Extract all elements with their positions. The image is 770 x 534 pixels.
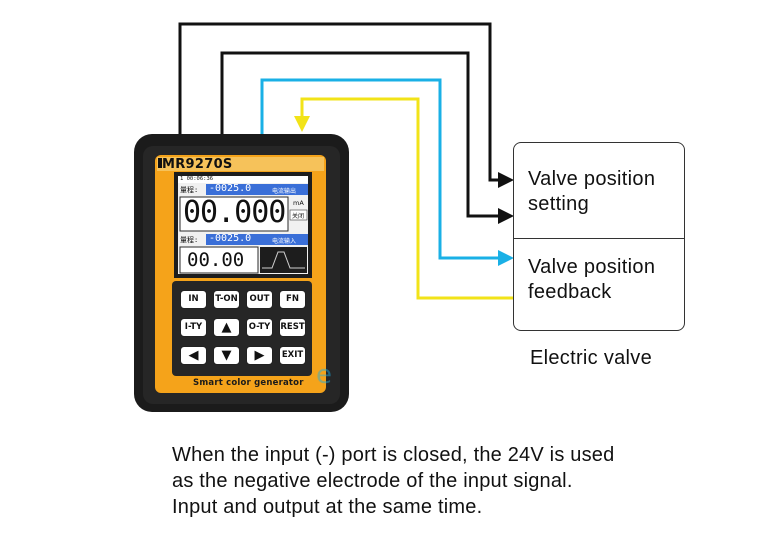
key-up-arrow-icon[interactable]: ▲ [213, 318, 240, 337]
keypad-panel [172, 281, 312, 376]
key-o-ty[interactable]: O-TY [246, 318, 273, 337]
electric-valve-box: Valve position setting Valve position fe… [513, 142, 685, 331]
arrow-black-outer [498, 172, 514, 188]
valve-setting-line2: setting [528, 193, 590, 215]
lcd-output-mode: 电流输出 [272, 188, 297, 195]
lcd-input-label: 量程: [180, 236, 199, 244]
model-corner-mark [158, 158, 162, 168]
diagram-caption: When the input (-) port is closed, the 2… [172, 442, 732, 520]
faint-watermark: e [316, 360, 332, 390]
caption-line-1: When the input (-) port is closed, the 2… [172, 444, 615, 466]
lcd-output-row [206, 184, 308, 195]
model-strip [157, 157, 324, 171]
lcd-input-value: -0025.0 [209, 233, 252, 244]
lcd-main-value: 00.000 [183, 195, 286, 230]
valve-divider [514, 238, 684, 239]
key-right-arrow-icon[interactable]: ▶ [246, 346, 273, 365]
caption-line-3: Input and output at the same time. [172, 496, 483, 518]
key-in[interactable]: IN [180, 290, 207, 309]
key-exit[interactable]: EXIT [279, 346, 306, 365]
wire-yellow [300, 97, 513, 300]
lcd-status-bar [178, 176, 308, 183]
lcd-secondary-value: 00.00 [187, 249, 245, 271]
lcd-input-mode: 电流输入 [272, 238, 297, 245]
lcd-main-unit: mA [293, 199, 304, 207]
device-model-label: MR9270S [162, 157, 233, 172]
arrow-yellow [294, 116, 310, 132]
lcd-main-status: 关闭 [292, 213, 305, 220]
lcd-waveform-line [262, 251, 305, 269]
caption-line-2: as the negative electrode of the input s… [172, 470, 573, 492]
lcd-main-box [179, 196, 289, 232]
valve-setting-line1: Valve position [528, 168, 656, 190]
arrow-black-inner [498, 208, 514, 224]
key-out[interactable]: OUT [246, 290, 273, 309]
calibrator-device: e [134, 134, 349, 412]
lcd-secondary-box [179, 246, 259, 274]
key-fn[interactable]: FN [279, 290, 306, 309]
valve-feedback-line2: feedback [528, 281, 612, 303]
key-left-arrow-icon[interactable]: ◀ [180, 346, 207, 365]
lcd-output-value: -0025.0 [209, 183, 252, 194]
arrow-cyan [498, 250, 514, 266]
lcd-output-label: 量程: [180, 186, 199, 194]
lcd-status-text: 1 00:06:36 [180, 176, 214, 182]
wire-black-outer [178, 22, 506, 182]
lcd-status-box [289, 209, 308, 221]
wire-cyan [260, 78, 506, 260]
wire-black-inner [220, 51, 506, 218]
lcd-waveform-box [260, 247, 307, 273]
valve-name-label: Electric valve [530, 347, 653, 369]
key-down-arrow-icon[interactable]: ▼ [213, 346, 240, 365]
key-i-ty[interactable]: I-TY [180, 318, 207, 337]
device-footer-label: Smart color generator [193, 378, 304, 388]
key-t-on[interactable]: T-ON [213, 290, 240, 309]
key-rest[interactable]: REST [279, 318, 306, 337]
valve-feedback-line1: Valve position [528, 256, 656, 278]
lcd-input-row [206, 234, 308, 245]
